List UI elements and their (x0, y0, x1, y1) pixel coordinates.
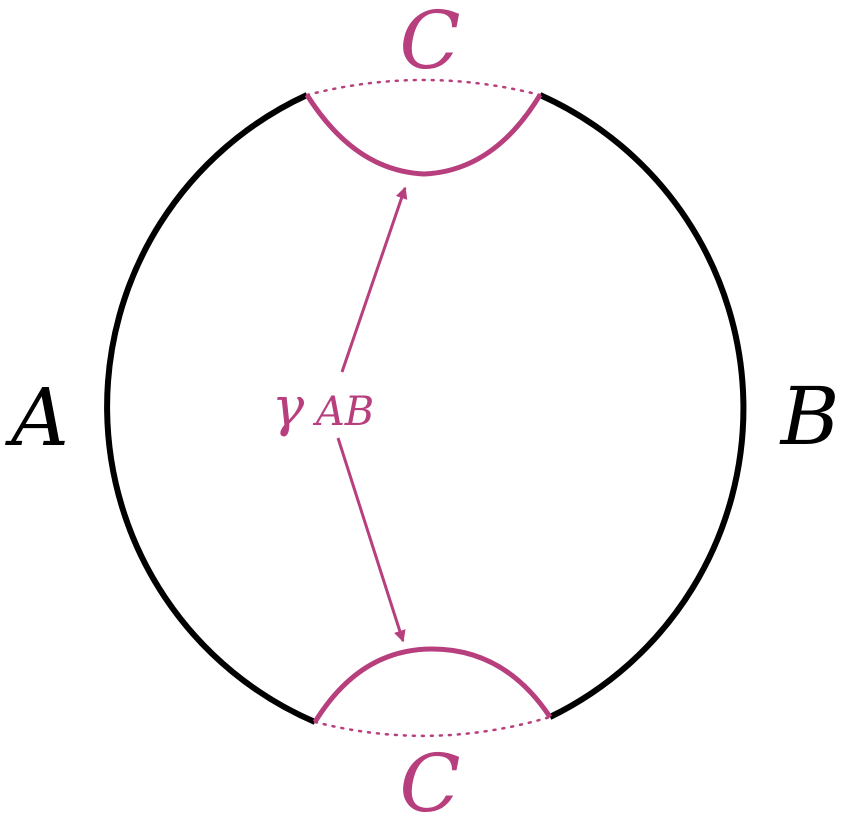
gamma-label-group: γ AB (272, 375, 374, 438)
region-labels: C A B C (4, 0, 839, 820)
top-dotted-arc (305, 78, 542, 97)
gamma-symbol: γ (272, 375, 305, 438)
bottom-dotted-arc (313, 715, 552, 738)
region-a-label: A (4, 371, 69, 464)
arrow-down-to-bottom-curve (336, 437, 406, 643)
accent-geodesic-curves (304, 93, 553, 724)
boundary-right-arc (538, 92, 747, 720)
gamma-subscript: AB (312, 389, 374, 435)
dotted-region-boundaries (305, 78, 552, 738)
bottom-geodesic-curve (312, 646, 553, 724)
region-c-top-label: C (399, 0, 460, 87)
gamma-connector-arrows (336, 186, 408, 643)
region-b-label: B (779, 370, 840, 463)
region-c-bottom-label: C (399, 737, 460, 820)
top-geodesic-curve (304, 93, 543, 177)
boundary-left-arc (104, 92, 317, 725)
arrow-up-to-top-curve (340, 186, 408, 373)
outer-boundary-group (104, 92, 747, 725)
